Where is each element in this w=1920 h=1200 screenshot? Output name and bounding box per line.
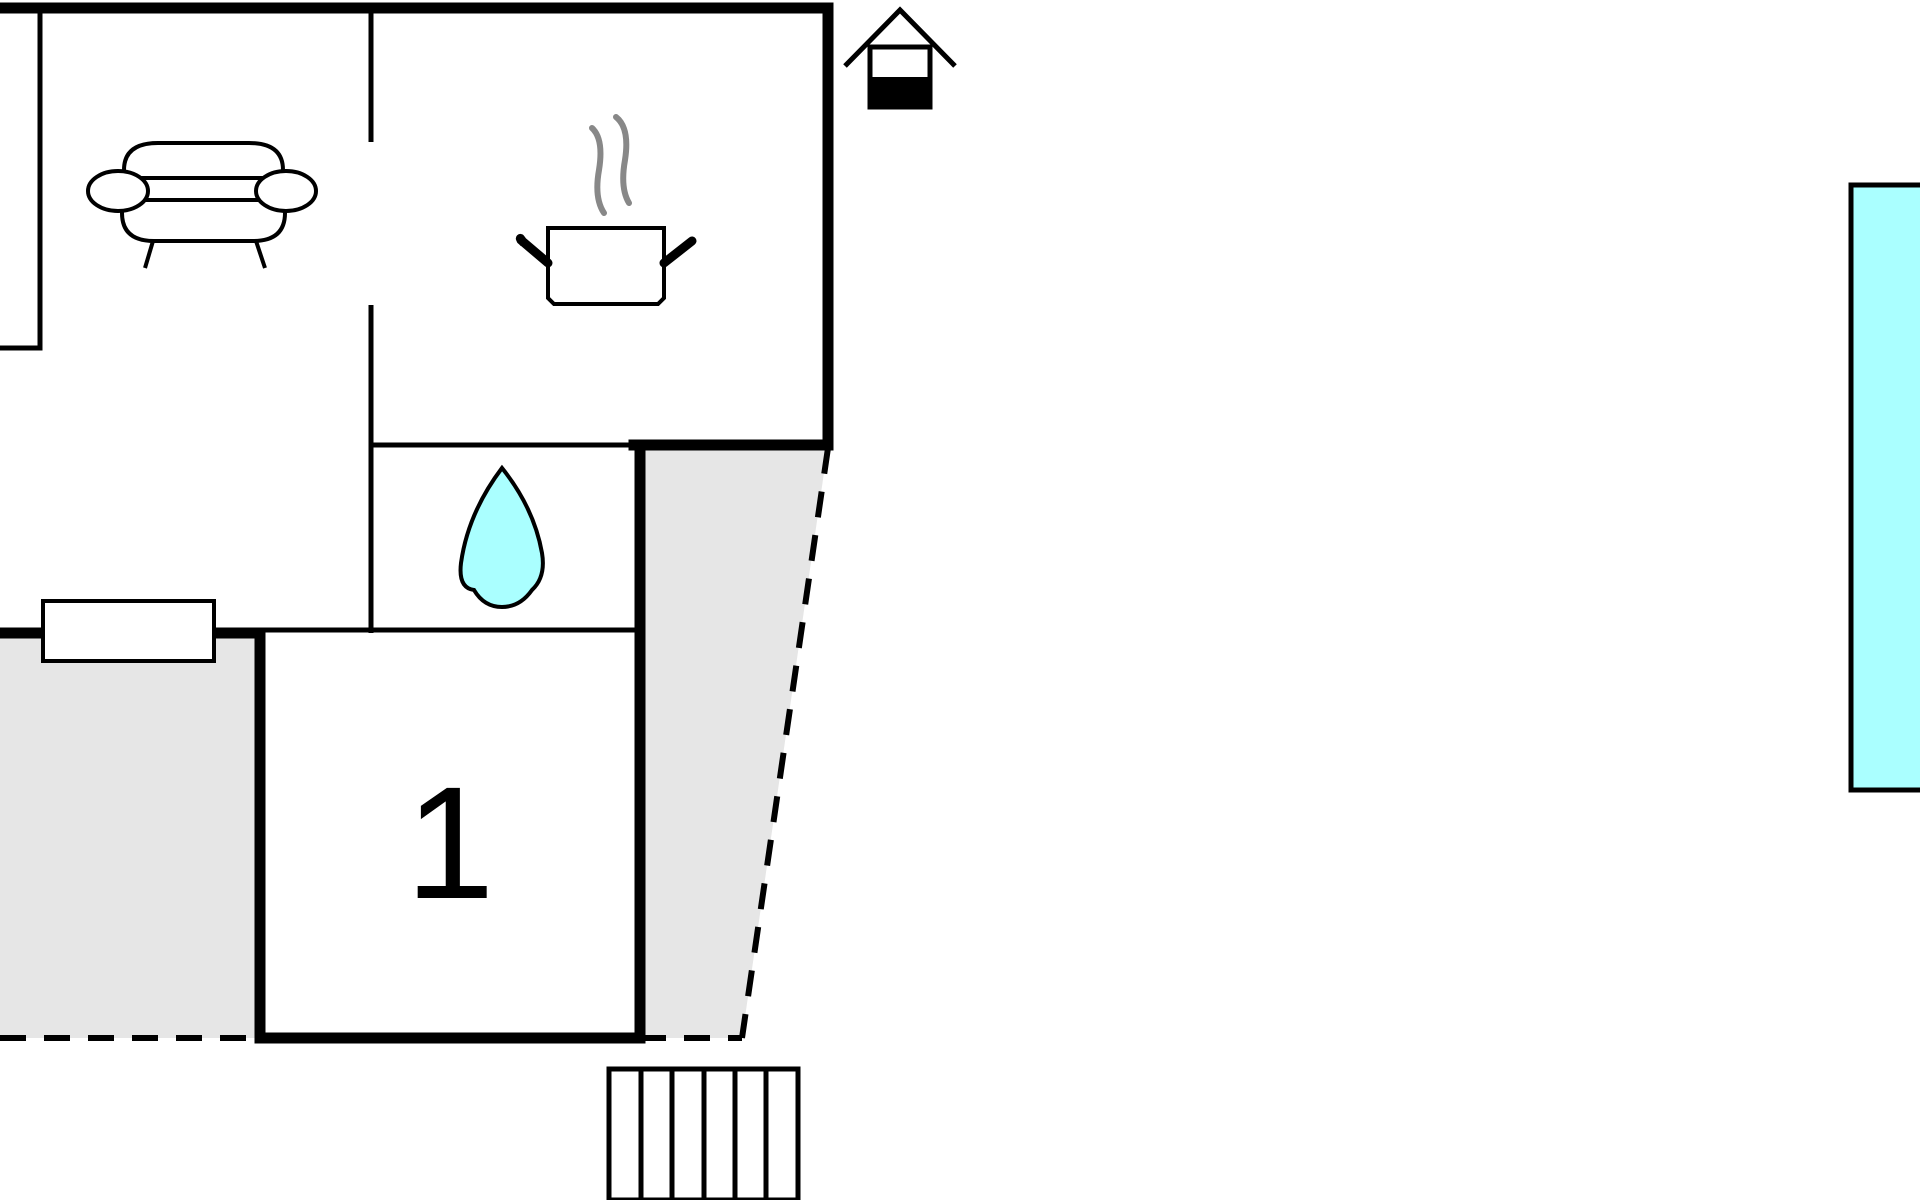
room-1-label: 1 — [406, 753, 495, 932]
terrace-right — [640, 445, 828, 1038]
water-drop-icon — [458, 464, 545, 610]
interior-walls — [0, 8, 640, 633]
sofa-icon — [86, 141, 318, 269]
pool-area — [1848, 182, 1920, 793]
house-entrance-icon — [843, 6, 957, 110]
terrace-areas — [0, 445, 828, 1038]
cooking-pot-icon — [515, 114, 697, 306]
stairs-icon — [606, 1066, 801, 1200]
terrace-boundary — [0, 447, 831, 1041]
window-icon — [41, 599, 216, 663]
terrace-left — [0, 633, 260, 1038]
